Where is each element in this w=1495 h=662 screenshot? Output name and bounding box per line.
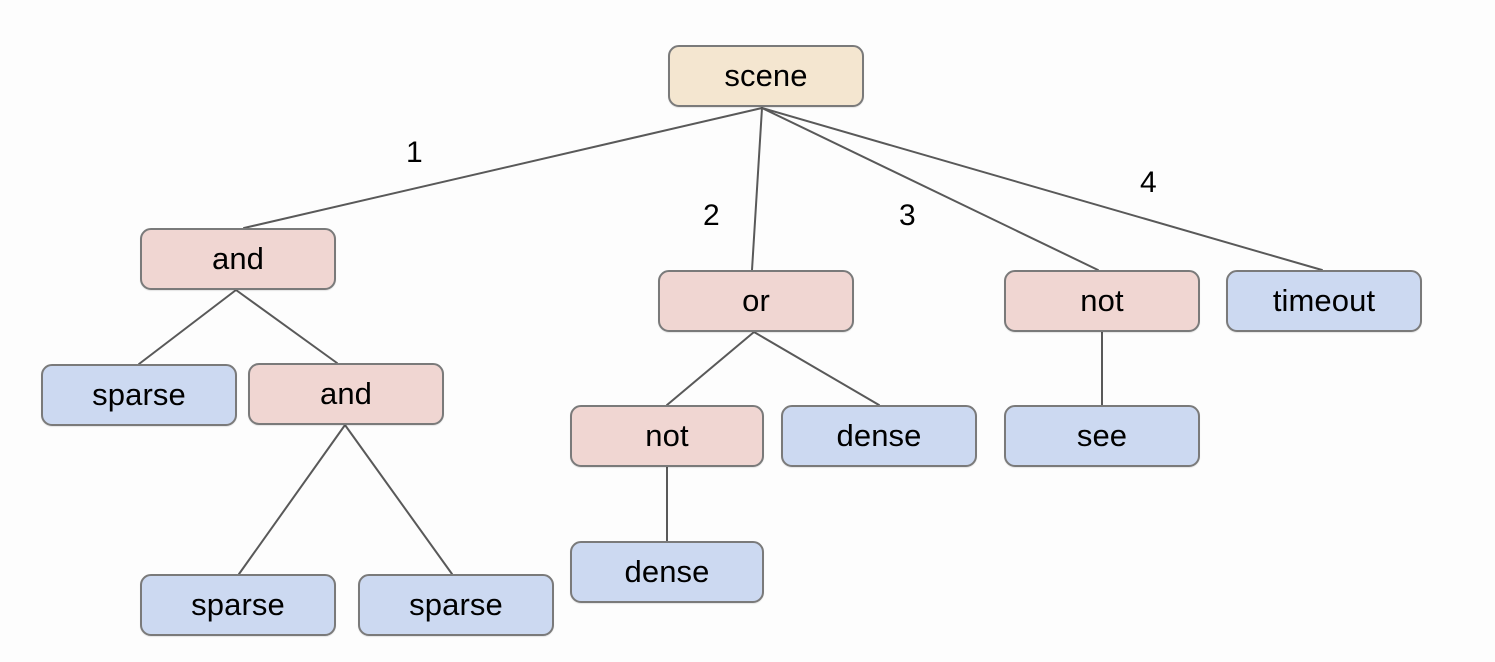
edge-label-scene-to-timeout: 4 [1140, 166, 1157, 199]
edge-and2-to-sparse3 [344, 424, 453, 575]
node-label: not [645, 417, 689, 453]
node-label: sparse [92, 376, 186, 412]
edge-scene-to-not1 [761, 107, 1099, 271]
node-timeout[interactable]: timeout [1226, 270, 1422, 332]
node-label: or [742, 282, 770, 318]
node-not2[interactable]: not [570, 405, 764, 467]
node-sparse1[interactable]: sparse [41, 364, 237, 426]
node-label: dense [624, 553, 710, 589]
edge-scene-to-and1 [243, 107, 763, 229]
node-label: not [1080, 282, 1124, 318]
node-label: and [211, 240, 265, 276]
node-label: dense [836, 417, 922, 453]
node-see[interactable]: see [1004, 405, 1200, 467]
node-label: sparse [409, 586, 503, 622]
edge-scene-to-timeout [761, 107, 1323, 271]
node-label: sparse [191, 586, 285, 622]
edge-and1-to-sparse1 [138, 289, 237, 365]
edge-label-scene-to-or1: 2 [703, 199, 720, 232]
node-sparse3[interactable]: sparse [358, 574, 554, 636]
edge-and2-to-sparse2 [238, 424, 346, 575]
node-dense2[interactable]: dense [570, 541, 764, 603]
node-label: see [1076, 417, 1128, 453]
node-sparse2[interactable]: sparse [140, 574, 336, 636]
node-scene[interactable]: scene [668, 45, 864, 107]
node-label: scene [724, 57, 808, 93]
node-not1[interactable]: not [1004, 270, 1200, 332]
node-and1[interactable]: and [140, 228, 336, 290]
edge-or1-to-not2 [666, 331, 755, 406]
edge-label-scene-to-and1: 1 [406, 136, 423, 169]
node-dense1[interactable]: dense [781, 405, 977, 467]
node-or1[interactable]: or [658, 270, 854, 332]
node-label: timeout [1272, 282, 1376, 318]
edge-or1-to-dense1 [753, 331, 880, 406]
edge-and1-to-and2 [235, 289, 338, 364]
node-and2[interactable]: and [248, 363, 444, 425]
node-label: and [319, 375, 373, 411]
edge-label-scene-to-not1: 3 [899, 199, 916, 232]
edge-scene-to-or1 [751, 107, 763, 271]
